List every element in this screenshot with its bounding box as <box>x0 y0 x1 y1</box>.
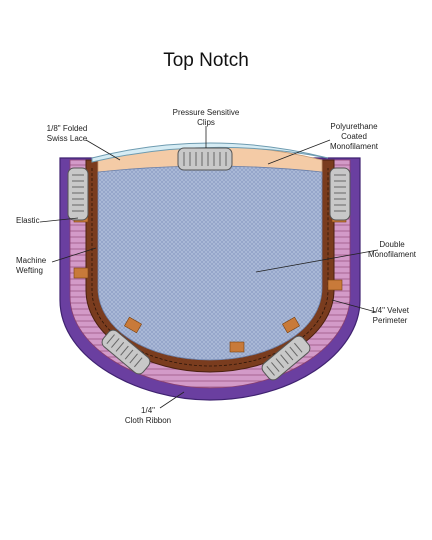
label-velvet: 1/4" Velvet Perimeter <box>360 306 420 326</box>
label-line: Coated <box>341 132 367 141</box>
label-double-mono: Double Monofilament <box>356 240 428 260</box>
tab-bottom-center <box>229 341 245 353</box>
label-line: Polyurethane <box>330 122 378 131</box>
label-line: 1/8" Folded <box>46 124 88 133</box>
label-line: Double <box>379 240 405 249</box>
tab-right-lower <box>327 279 343 291</box>
label-swiss-lace: 1/8" Folded Swiss Lace <box>36 124 98 144</box>
label-line: Clips <box>197 118 215 127</box>
swiss-lace <box>91 142 329 163</box>
label-elastic: Elastic <box>16 216 40 226</box>
leader-swiss-lace <box>85 139 121 161</box>
tab-bottom-left <box>124 316 142 334</box>
label-line: Monofilament <box>329 142 379 151</box>
clip-right <box>329 167 351 221</box>
label-cloth-ribbon: 1/4" Cloth Ribbon <box>112 406 184 426</box>
leader-cloth-ribbon <box>159 391 185 409</box>
tab-left-lower <box>73 267 89 279</box>
leader-lines <box>39 126 379 409</box>
label-line: 1/4" <box>141 406 155 415</box>
label-line: Elastic <box>16 216 40 225</box>
label-line: Swiss Lace <box>46 134 88 143</box>
label-line: Machine <box>16 256 47 265</box>
label-line: Pressure Sensitive <box>172 108 240 117</box>
leader-polyurethane <box>267 139 331 165</box>
clip-left <box>67 167 89 221</box>
label-line: Wefting <box>16 266 43 275</box>
leader-double-mono <box>255 249 379 273</box>
ribbon-stitching <box>91 168 329 367</box>
clip-bottom-right <box>261 335 311 381</box>
label-line: Monofilament <box>367 250 417 259</box>
clip-front <box>177 147 233 171</box>
label-polyurethane: Polyurethane Coated Monofilament <box>312 122 396 152</box>
leader-velvet <box>331 299 377 313</box>
tab-bottom-right <box>282 316 300 334</box>
label-line: 1/4" Velvet <box>371 306 409 315</box>
label-line: Cloth Ribbon <box>124 416 172 425</box>
clip-bottom-left <box>101 329 151 375</box>
label-machine-wefting: Machine Wefting <box>16 256 46 276</box>
diagram-title: Top Notch <box>163 50 249 71</box>
leader-machine-wefting <box>51 247 97 263</box>
label-pressure-clips: Pressure Sensitive Clips <box>158 108 254 128</box>
leader-elastic <box>39 217 79 223</box>
label-line: Perimeter <box>372 316 408 325</box>
